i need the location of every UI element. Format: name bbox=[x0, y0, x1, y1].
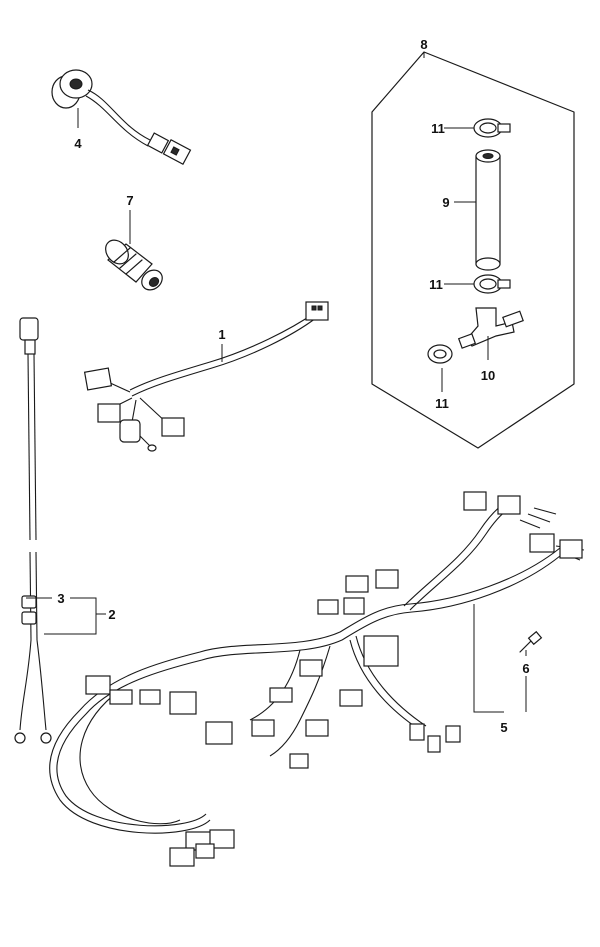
callout-9: 9 bbox=[442, 195, 449, 210]
part-7-fitting bbox=[105, 239, 163, 291]
part-11-clip-top bbox=[473, 118, 511, 138]
part-6-screw bbox=[519, 630, 543, 653]
callout-3: 3 bbox=[57, 591, 64, 606]
callout-6: 6 bbox=[522, 661, 529, 676]
callout-11-top: 11 bbox=[431, 121, 445, 136]
callout-1: 1 bbox=[218, 327, 225, 342]
part-8-kit-box bbox=[371, 51, 575, 449]
part-4-sensor bbox=[51, 69, 192, 166]
part-2-3-lead bbox=[14, 317, 52, 744]
callout-4: 4 bbox=[74, 136, 82, 151]
callout-2: 2 bbox=[108, 607, 115, 622]
callout-labels: 8 4 7 1 11 9 11 10 11 3 2 6 5 bbox=[57, 37, 529, 735]
part-10-t-joint bbox=[457, 307, 524, 349]
callout-8: 8 bbox=[420, 37, 427, 52]
callout-7: 7 bbox=[126, 193, 133, 208]
callout-5: 5 bbox=[500, 720, 507, 735]
main-wiring-harness bbox=[49, 491, 585, 867]
leader-lines bbox=[26, 52, 527, 713]
part-9-hose bbox=[475, 149, 501, 271]
callout-11-middle: 11 bbox=[429, 277, 443, 292]
part-1-sub-harness bbox=[83, 301, 329, 452]
part-11-clip-middle bbox=[473, 274, 511, 294]
callout-10: 10 bbox=[481, 368, 495, 383]
part-11-clip-bottom bbox=[427, 344, 453, 364]
callout-11-bottom: 11 bbox=[435, 396, 449, 411]
